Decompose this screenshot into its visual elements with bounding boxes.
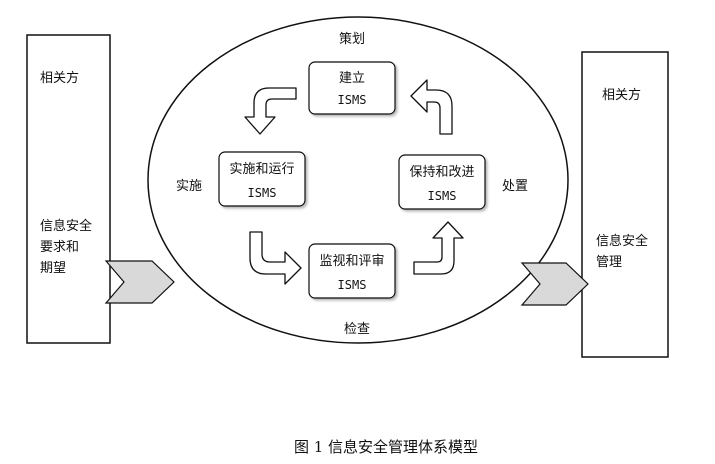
right-stakeholder-body-line-1: 信息安全 xyxy=(596,233,648,249)
left-stakeholder-body-line-3: 期望 xyxy=(40,260,66,276)
step-establish-line-1: 建立 xyxy=(339,71,365,86)
step-monitor-line-1: 监视和评审 xyxy=(319,254,384,269)
step-box-establish-frame xyxy=(308,61,396,115)
cycle-label-do: 实施 xyxy=(176,179,202,194)
cycle-label-check: 检查 xyxy=(344,322,370,337)
cycle-label-plan: 策划 xyxy=(339,31,365,47)
step-box-implement-frame xyxy=(218,151,306,207)
step-box-monitor-frame xyxy=(308,243,396,299)
left-stakeholder-title: 相关方 xyxy=(40,70,79,86)
step-maintain-line-1: 保持和改进 xyxy=(409,165,474,180)
step-box-monitor: 监视和评审 ISMS xyxy=(308,243,396,299)
left-stakeholder-body-line-2: 要求和 xyxy=(40,240,79,255)
step-implement-line-1: 实施和运行 xyxy=(229,162,294,177)
step-maintain-line-2: ISMS xyxy=(428,189,457,203)
right-stakeholder-title: 相关方 xyxy=(602,87,641,103)
step-box-implement: 实施和运行 ISMS xyxy=(218,151,306,207)
right-stakeholder-body-line-2: 管理 xyxy=(596,255,622,270)
figure-caption: 图 1 信息安全管理体系模型 xyxy=(294,438,478,456)
input-chevron-arrow xyxy=(104,260,175,304)
step-box-maintain: 保持和改进 ISMS xyxy=(398,154,486,210)
step-box-establish: 建立 ISMS xyxy=(308,61,396,115)
cycle-arrow-act-to-plan xyxy=(410,79,453,135)
right-stakeholder-box: 相关方 信息安全 管理 xyxy=(581,51,669,358)
cycle-label-act: 处置 xyxy=(502,179,528,194)
step-monitor-line-2: ISMS xyxy=(338,278,367,292)
left-stakeholder-frame xyxy=(26,34,111,344)
cycle-arrow-do-to-check xyxy=(249,231,302,285)
left-stakeholder-box: 相关方 信息安全 要求和 期望 xyxy=(26,34,111,344)
cycle-arrow-plan-to-do xyxy=(244,87,297,135)
cycle-arrow-check-to-act xyxy=(413,221,464,275)
step-establish-line-2: ISMS xyxy=(338,93,367,107)
step-box-maintain-frame xyxy=(398,154,486,210)
left-stakeholder-body-line-1: 信息安全 xyxy=(40,218,92,234)
right-stakeholder-frame xyxy=(581,51,669,358)
output-chevron-arrow xyxy=(520,262,589,306)
step-implement-line-2: ISMS xyxy=(248,186,277,200)
